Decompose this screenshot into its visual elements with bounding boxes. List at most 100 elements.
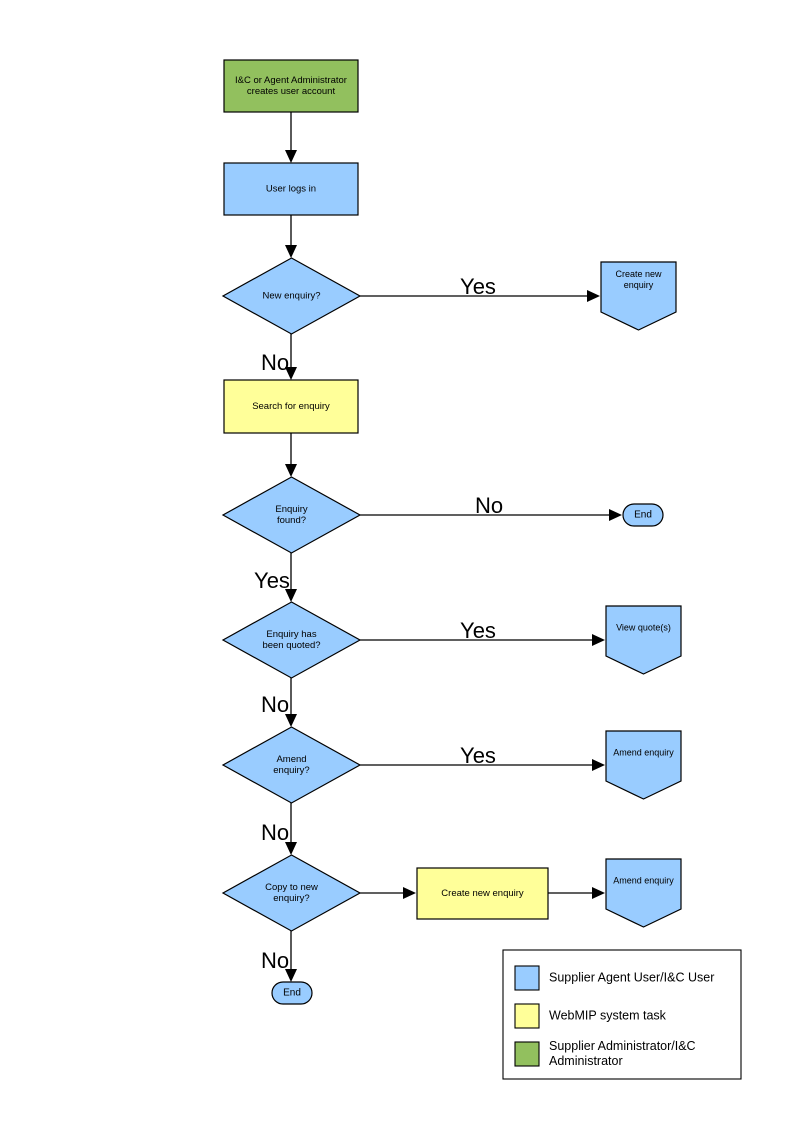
node-label: enquiry [624, 280, 654, 290]
node-user-logs-in[interactable]: User logs in [223, 162, 359, 216]
node-label: I&C or Agent Administrator [235, 75, 347, 86]
node-amend-enquiry-flag-2[interactable]: Amend enquiry [605, 858, 682, 928]
terminator-capsule [622, 503, 664, 527]
node-label: creates user account [247, 86, 336, 97]
node-label: View quote(s) [616, 622, 671, 632]
node-amend-enquiry-flag-1[interactable]: Amend enquiry [605, 730, 682, 800]
node-label: Create new enquiry [441, 888, 524, 899]
node-label: Amend [276, 754, 306, 765]
edge-label-no: No [261, 948, 289, 973]
edge-e-account-to-login [285, 112, 297, 163]
node-label: New enquiry? [262, 291, 320, 302]
node-label: End [283, 988, 301, 999]
legend-swatch [514, 1003, 540, 1029]
process-box [223, 379, 359, 434]
edge-e-newenquiry-no: No [261, 334, 297, 380]
offpage-flag-shape [605, 605, 682, 675]
decision-diamond [221, 476, 362, 554]
node-view-quotes-flag[interactable]: View quote(s) [605, 605, 682, 675]
arrow-head-icon [285, 714, 297, 727]
edge-label-yes: Yes [254, 568, 290, 593]
edge-label-yes: Yes [460, 743, 496, 768]
edge-e-login-to-newenquiry [285, 215, 297, 258]
arrow-head-icon [592, 887, 605, 899]
arrow-head-icon [285, 245, 297, 258]
edge-e-copy-to-create [360, 887, 416, 899]
decision-diamond [221, 854, 362, 932]
node-label: Amend enquiry [613, 747, 674, 757]
node-label: Enquiry [275, 504, 307, 515]
legend-label: Supplier Administrator/I&C [549, 1039, 696, 1053]
legend-label: Administrator [549, 1054, 623, 1068]
process-box [416, 867, 549, 920]
legend-label: Supplier Agent User/I&C User [549, 970, 714, 984]
node-end-final[interactable]: End [271, 981, 313, 1005]
node-label: End [634, 510, 652, 521]
edge-e-found-yes: Yes [254, 553, 297, 602]
node-label: Enquiry has [266, 629, 316, 640]
legend-label: WebMIP system task [549, 1008, 667, 1022]
legend-panel [502, 949, 742, 1080]
edge-e-amend-no: No [261, 803, 297, 855]
edge-label-no: No [261, 692, 289, 717]
arrow-head-icon [285, 150, 297, 163]
node-label: Search for enquiry [252, 401, 330, 412]
node-label: User logs in [266, 184, 316, 195]
node-label: been quoted? [262, 640, 320, 651]
edge-label-no: No [475, 493, 503, 518]
arrow-head-icon [285, 842, 297, 855]
decision-diamond [221, 601, 362, 679]
node-new-enquiry-decision[interactable]: New enquiry? [221, 257, 362, 335]
node-end-not-found[interactable]: End [622, 503, 664, 527]
arrow-head-icon [609, 509, 622, 521]
node-label: Create new [615, 269, 662, 279]
node-search-for-enquiry[interactable]: Search for enquiry [223, 379, 359, 434]
terminator-capsule [271, 981, 313, 1005]
legend-item-legend-user: Supplier Agent User/I&C User [514, 965, 714, 991]
decision-diamond [221, 726, 362, 804]
edge-label-yes: Yes [460, 274, 496, 299]
edge-e-create-to-amend [548, 887, 605, 899]
node-label: Copy to new [265, 882, 318, 893]
arrow-head-icon [587, 290, 600, 302]
offpage-flag-shape [605, 730, 682, 800]
edge-label-no: No [261, 350, 289, 375]
edge-e-newenquiry-yes: Yes [360, 274, 600, 302]
edge-e-amend-yes: Yes [360, 743, 605, 771]
node-label: found? [277, 515, 306, 526]
process-box [223, 59, 359, 113]
arrow-head-icon [285, 969, 297, 982]
process-box [223, 162, 359, 216]
node-create-new-enquiry-task[interactable]: Create new enquiry [416, 867, 549, 920]
arrow-head-icon [403, 887, 416, 899]
edge-label-yes: Yes [460, 618, 496, 643]
arrow-head-icon [285, 367, 297, 380]
decision-diamond [221, 257, 362, 335]
arrow-head-icon [285, 464, 297, 477]
arrow-head-icon [285, 589, 297, 602]
node-label: enquiry? [273, 893, 309, 904]
legend-swatch [514, 965, 540, 991]
edge-e-search-to-found [285, 433, 297, 477]
legend-item-legend-system: WebMIP system task [514, 1003, 667, 1029]
edge-e-quoted-yes: Yes [360, 618, 605, 646]
arrow-head-icon [592, 634, 605, 646]
edge-label-no: No [261, 820, 289, 845]
node-label: enquiry? [273, 765, 309, 776]
edge-e-found-no: No [360, 493, 622, 521]
edge-e-copy-no-end: No [261, 931, 297, 982]
legend-swatch [514, 1041, 540, 1067]
